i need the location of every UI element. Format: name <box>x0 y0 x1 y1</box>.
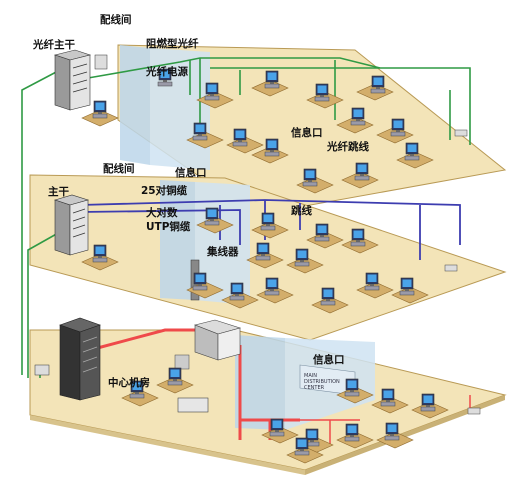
label-utp-cable: UTP铜缆 <box>146 221 191 233</box>
workstations-top <box>81 68 468 194</box>
label-hub: 集线器 <box>207 246 239 258</box>
label-large-pair: 大对数 <box>146 207 178 219</box>
fiber-backbone-rack <box>53 49 108 111</box>
riser-shaft-bottom <box>235 335 285 430</box>
workstations-bottom <box>121 367 481 464</box>
riser-shaft-middle <box>160 180 195 300</box>
label-main-distribution-sign: MAIN DISTRIBUTION CENTER <box>304 373 340 391</box>
label-fiber-patch: 光纤跳线 <box>327 141 369 153</box>
label-fiber-backbone: 光纤主干 <box>33 39 75 51</box>
label-info-outlet-top-right: 信息口 <box>291 127 323 139</box>
backbone-rack <box>53 194 90 256</box>
label-patch-cable: 跳线 <box>291 205 312 217</box>
label-wiring-closet-top: 配线间 <box>100 14 132 26</box>
label-backbone: 主干 <box>48 186 69 198</box>
label-central-room: 中心机房 <box>108 377 150 389</box>
label-flame-retardant-fiber: 阻燃型光纤 <box>146 38 199 50</box>
equipment-cabinet <box>174 319 242 413</box>
central-server-rack <box>34 317 101 401</box>
label-copper-25pair: 25对铜缆 <box>141 185 188 197</box>
label-info-outlet-top-left: 信息口 <box>175 167 207 179</box>
riser-shaft-top <box>120 45 150 165</box>
label-fiber-power: 光纤电源 <box>146 66 188 78</box>
workstations-middle <box>81 207 458 314</box>
label-info-outlet-bottom: 信息口 <box>313 354 345 366</box>
label-wiring-closet-mid: 配线间 <box>103 163 135 175</box>
